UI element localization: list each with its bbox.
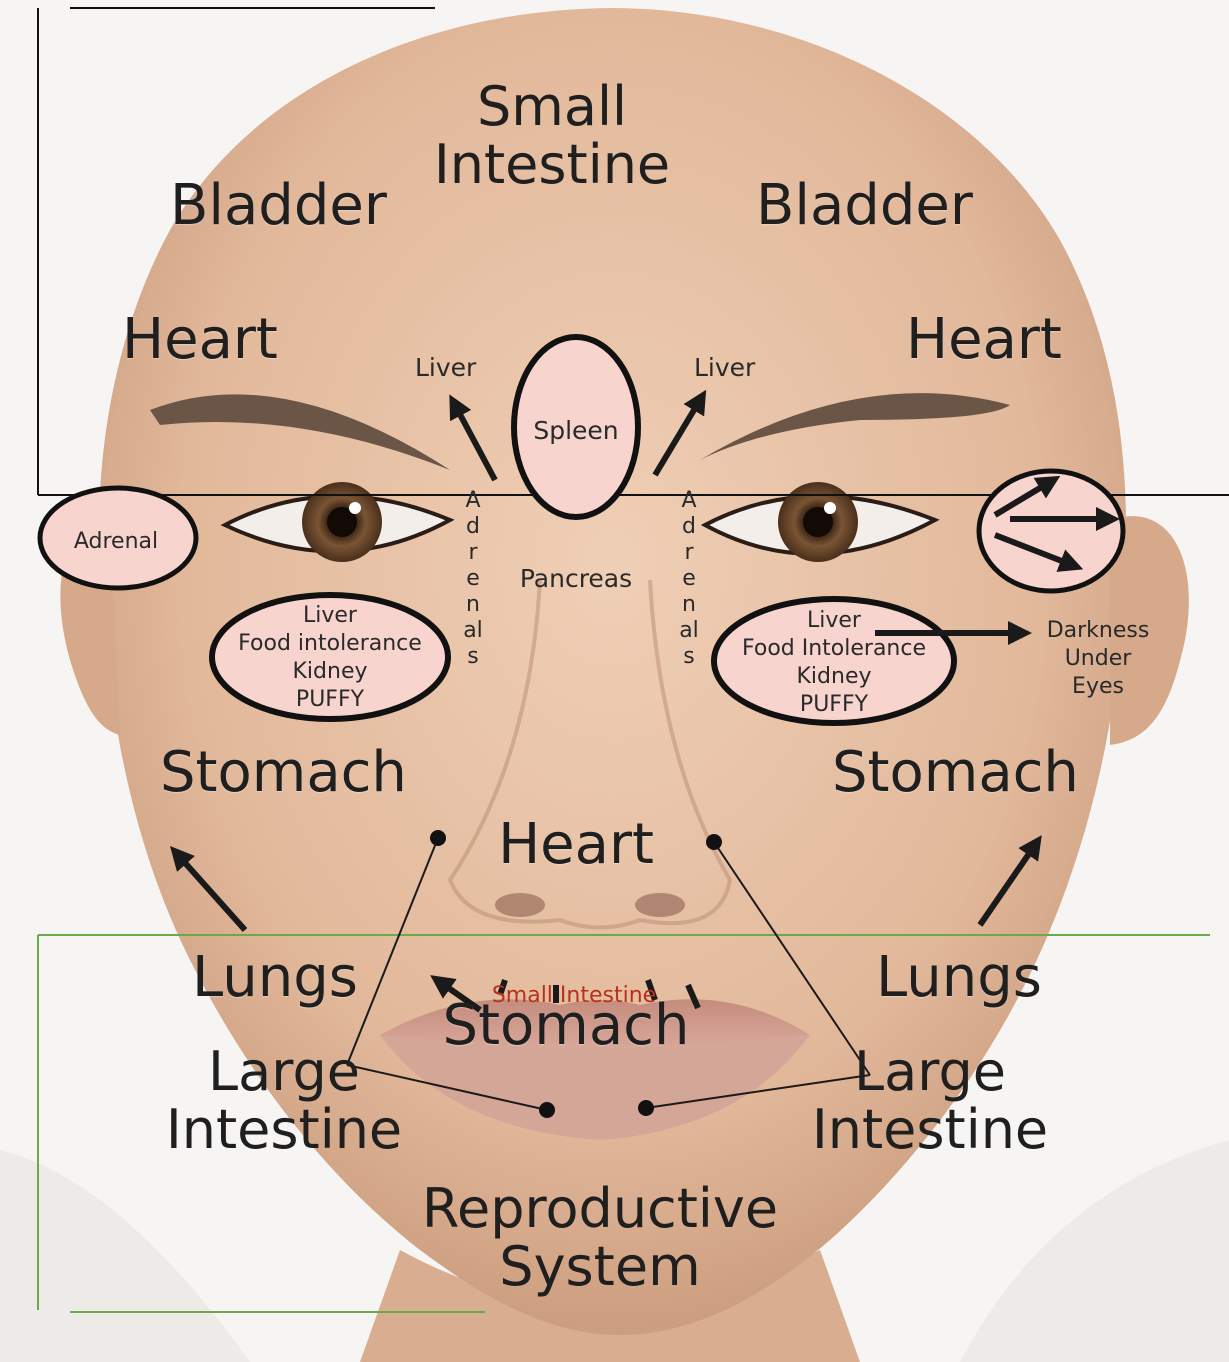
- label-under-eye-left: Liver Food intolerance Kidney PUFFY: [238, 602, 422, 714]
- connector-dot: [539, 1102, 555, 1118]
- connector-dot: [706, 834, 722, 850]
- label-bladder-left: Bladder: [170, 178, 387, 234]
- label-large-intestine-right: Large Intestine: [812, 1043, 1048, 1159]
- label-heart-left: Heart: [122, 312, 278, 368]
- label-bladder-right: Bladder: [756, 178, 973, 234]
- label-heart-nose: Heart: [498, 817, 654, 873]
- label-heart-right: Heart: [906, 312, 1062, 368]
- connector-dot: [430, 830, 446, 846]
- label-adrenals-left: Adrenals: [463, 488, 483, 670]
- label-adrenals-right: Adrenals: [679, 488, 699, 670]
- label-lungs-right: Lungs: [876, 950, 1042, 1006]
- connector-dot: [638, 1100, 654, 1116]
- label-stomach-left: Stomach: [160, 745, 407, 801]
- label-liver-right: Liver: [694, 355, 755, 380]
- label-small-intestine-top: Small Intestine: [434, 78, 670, 194]
- label-pancreas: Pancreas: [520, 566, 632, 591]
- label-reproductive-system: Reproductive System: [422, 1180, 778, 1296]
- label-large-intestine-left: Large Intestine: [166, 1043, 402, 1159]
- label-under-eye-right: Liver Food Intolerance Kidney PUFFY: [742, 607, 926, 719]
- label-darkness-under-eyes: Darkness Under Eyes: [1047, 617, 1150, 701]
- label-adrenal: Adrenal: [74, 528, 158, 556]
- arrow-legend-oval: [979, 471, 1123, 591]
- label-stomach-right: Stomach: [832, 745, 1079, 801]
- label-stomach-mouth: Stomach: [443, 998, 690, 1054]
- label-lungs-left: Lungs: [192, 950, 358, 1006]
- label-liver-left: Liver: [415, 355, 476, 380]
- label-spleen: Spleen: [533, 418, 618, 443]
